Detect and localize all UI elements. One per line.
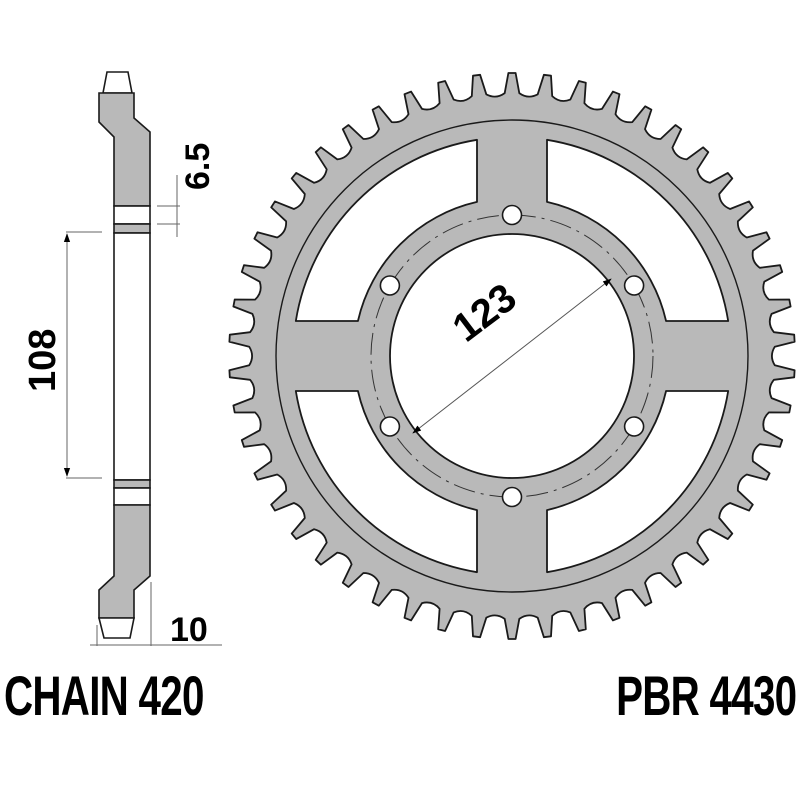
thickness-label: 6.5 (179, 142, 217, 190)
bolt-hole (379, 275, 401, 296)
side-profile-view (63, 71, 222, 646)
profile-bottom-tip (97, 617, 135, 639)
profile-band (113, 487, 151, 506)
bolt-hole (501, 486, 523, 508)
profile-lower-body (98, 504, 151, 619)
bolt-circle-centerline (370, 214, 654, 498)
chain-size-label: CHAIN 420 (4, 664, 204, 727)
thickness-dimension (157, 175, 180, 237)
cutout (546, 390, 730, 574)
lightening-cutouts (294, 138, 730, 574)
sprocket-front-view (228, 72, 796, 640)
bolt-hole (379, 416, 401, 437)
offset-dimension (90, 582, 222, 646)
cutout (546, 138, 730, 322)
bolt-hole (623, 275, 645, 296)
profile-top-tip (102, 71, 133, 94)
bolt-hole (501, 204, 523, 226)
part-number-label: PBR 4430 (615, 664, 797, 727)
cutout (294, 138, 478, 322)
cutout (294, 390, 478, 574)
rim-line (275, 119, 749, 593)
bolt-spacing-dimension (63, 231, 102, 479)
profile-hub (113, 232, 151, 481)
bore-diameter-dimension (412, 278, 612, 434)
offset-label: 10 (170, 611, 208, 649)
profile-hub-band (113, 223, 151, 234)
bolt-holes (379, 204, 645, 508)
bolt-hole (623, 416, 645, 437)
profile-hub-band (113, 479, 151, 489)
profile-band (113, 205, 151, 225)
profile-upper-body (98, 92, 151, 207)
bolt-spacing-label: 108 (22, 328, 64, 392)
